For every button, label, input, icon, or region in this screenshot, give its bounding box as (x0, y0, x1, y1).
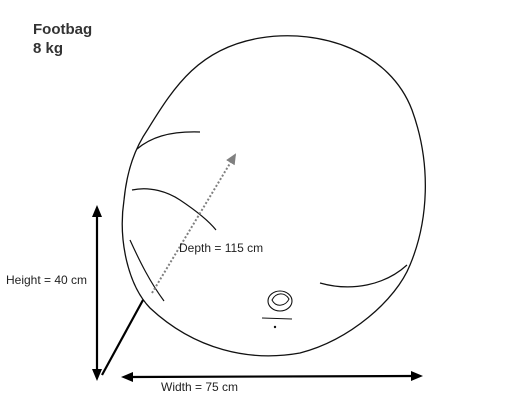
depth-label: Depth = 115 cm (179, 241, 264, 255)
height-arrow-top-head (92, 205, 102, 217)
height-label: Height = 40 cm (6, 273, 88, 287)
width-label: Width = 75 cm (161, 380, 239, 394)
width-arrow (129, 374, 415, 379)
brand-logo-icon (261, 290, 293, 329)
upper-fold-line (136, 131, 201, 150)
product-weight: 8 kg (33, 40, 64, 57)
right-seam-line (319, 264, 408, 288)
product-title: Footbag 8 kg (33, 20, 92, 58)
height-arrow-bottom-head (92, 369, 102, 381)
width-arrow-right-head (411, 371, 423, 381)
depth-arrow (151, 153, 237, 294)
left-seam-line (129, 239, 165, 302)
product-name: Footbag (33, 21, 93, 38)
bag-outline (121, 35, 426, 357)
width-arrow-left-head (121, 372, 133, 382)
depth-base-line (101, 299, 144, 376)
middle-fold-line (131, 188, 217, 231)
